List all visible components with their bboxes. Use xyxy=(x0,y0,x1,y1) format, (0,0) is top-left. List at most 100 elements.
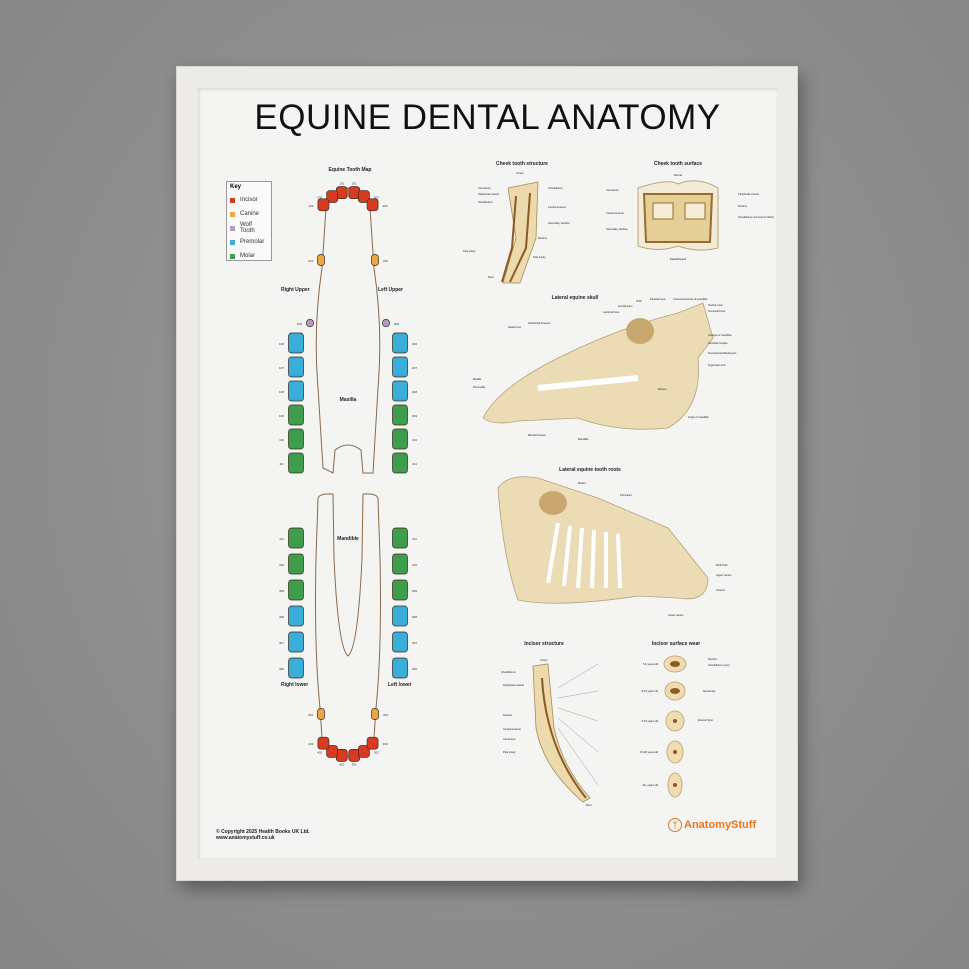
tooth-number: 107 xyxy=(279,366,284,370)
tooth-202 xyxy=(358,190,370,203)
maxilla-outline xyxy=(315,187,381,474)
tooth-number: 307 xyxy=(412,641,417,645)
tooth-110 xyxy=(288,428,304,450)
diagram-label: Ramus xyxy=(658,387,667,391)
section-title: Cheek tooth structure xyxy=(496,161,548,167)
diagram-label: Cementum xyxy=(606,188,619,192)
incisor-structure-diagram xyxy=(532,663,591,803)
tooth-number: 208 xyxy=(412,390,417,394)
tooth-207 xyxy=(392,356,408,378)
diagram-label: Upper canine xyxy=(716,573,732,577)
tooth-206 xyxy=(392,332,408,354)
tooth-number: 409 xyxy=(279,589,284,593)
tooth-208 xyxy=(392,380,408,402)
tooth-310 xyxy=(392,553,408,575)
diagram-label: Molars xyxy=(578,481,586,485)
tooth-number: 404 xyxy=(308,713,313,717)
website-link[interactable]: www.anatomystuff.co.uk xyxy=(216,835,275,841)
diagram-label: Infundibulum xyxy=(548,186,563,190)
tooth-108 xyxy=(288,380,304,402)
diagram-label: Root xyxy=(586,803,592,807)
tooth-number: 303 xyxy=(383,742,388,746)
left-lower-label: Left lower xyxy=(388,682,412,688)
wear-age-label: 8-10 years old xyxy=(642,689,659,693)
tooth-303 xyxy=(366,736,379,750)
tooth-209 xyxy=(392,404,408,426)
left-upper-label: Left Upper xyxy=(378,287,403,293)
tooth-number: 101 xyxy=(339,182,344,186)
key-swatch xyxy=(230,253,235,259)
diagram-label: Root xyxy=(488,275,494,279)
diagram-label: Pulp cavity xyxy=(503,750,516,754)
key-title: Key xyxy=(230,184,242,190)
poster-title: EQUINE DENTAL ANATOMY xyxy=(254,98,721,137)
diagram-label: Pulp cavity xyxy=(463,249,476,253)
lateral-skull-diagram xyxy=(482,302,714,430)
diagram-label: Central enamel xyxy=(606,211,624,215)
diagram-label: Occipital condyle xyxy=(708,341,728,345)
diagram-label: Dental star xyxy=(703,689,716,693)
tooth-number: 210 xyxy=(412,438,417,442)
tooth-number: 406 xyxy=(279,667,284,671)
maxilla-label: Maxilla xyxy=(340,397,357,403)
diagram-label: Coronoid process of mandible xyxy=(673,297,708,301)
diagram-label: Crown xyxy=(540,658,548,662)
tooth-106 xyxy=(288,332,304,354)
tooth-number: 102 xyxy=(317,196,322,200)
tooth-411 xyxy=(288,527,304,549)
tooth-210 xyxy=(392,428,408,450)
diagram-label: Condyle of mandible xyxy=(708,333,732,337)
tooth-number: 111 xyxy=(279,462,284,466)
tooth-number: 301 xyxy=(352,762,357,766)
tooth-number: 411 xyxy=(279,537,284,541)
section-title: Incisor surface wear xyxy=(652,641,700,647)
tooth-number: 401 xyxy=(339,762,344,766)
diagram-label: Nuchal crest xyxy=(708,303,723,307)
tooth-402 xyxy=(326,745,338,758)
tooth-309 xyxy=(392,579,408,601)
tooth-number: 211 xyxy=(412,462,417,466)
tooth-105 xyxy=(306,319,314,327)
diagram-label: Temporal bone xyxy=(708,309,726,313)
tooth-203 xyxy=(366,198,379,212)
tooth-number: 106 xyxy=(279,342,284,346)
tooth-number: 103 xyxy=(308,204,313,208)
diagram-label: Secondary dentine xyxy=(606,227,628,231)
diagram-label: Temporomandibular joint xyxy=(708,351,737,355)
tooth-406 xyxy=(288,657,304,679)
diagram-label: Premolars xyxy=(620,493,633,497)
tooth-408 xyxy=(288,605,304,627)
tooth-number: 209 xyxy=(412,414,417,418)
section-title: Lateral equine skull xyxy=(552,295,599,301)
tooth-308 xyxy=(392,605,408,627)
diagram-label: Dentine xyxy=(708,657,717,661)
diagram-label: Cementum xyxy=(503,737,516,741)
tooth-number: 304 xyxy=(383,713,388,717)
diagram-label: Premaxilla xyxy=(473,385,486,389)
tooth-number: 302 xyxy=(374,750,379,754)
diagram-label: Zygomatic arch xyxy=(708,363,726,367)
wear-age-label: 5-6 years old xyxy=(643,662,659,666)
diagram-label: Parietal bone xyxy=(650,297,666,301)
diagram-label: Central enamel xyxy=(548,205,566,209)
diagram-label: Palatal/lingual xyxy=(670,257,687,261)
tooth-number: 201 xyxy=(352,182,357,186)
section-title: Lateral equine tooth roots xyxy=(559,467,621,473)
mandible-outline xyxy=(315,493,381,757)
tooth-302 xyxy=(358,745,370,758)
diagram-label: Infundibulum (cup) xyxy=(708,663,730,667)
key-swatch xyxy=(230,211,235,217)
diagram-canvas: 1011021031041051061071081091101112012022… xyxy=(279,161,774,807)
tooth-107 xyxy=(288,356,304,378)
key-item: Premolar xyxy=(230,235,268,249)
tooth-number: 407 xyxy=(279,641,284,645)
diagram-label: Mental foramen xyxy=(528,433,547,437)
tooth-111 xyxy=(288,452,304,474)
tooth-304 xyxy=(371,708,379,720)
tooth-307 xyxy=(392,631,408,653)
tooth-403 xyxy=(317,736,330,750)
diagram-label: Secondary dentine xyxy=(548,221,570,225)
key-swatch xyxy=(230,197,235,203)
diagram-label: Orbit xyxy=(636,299,642,303)
tooth-102 xyxy=(326,190,338,203)
